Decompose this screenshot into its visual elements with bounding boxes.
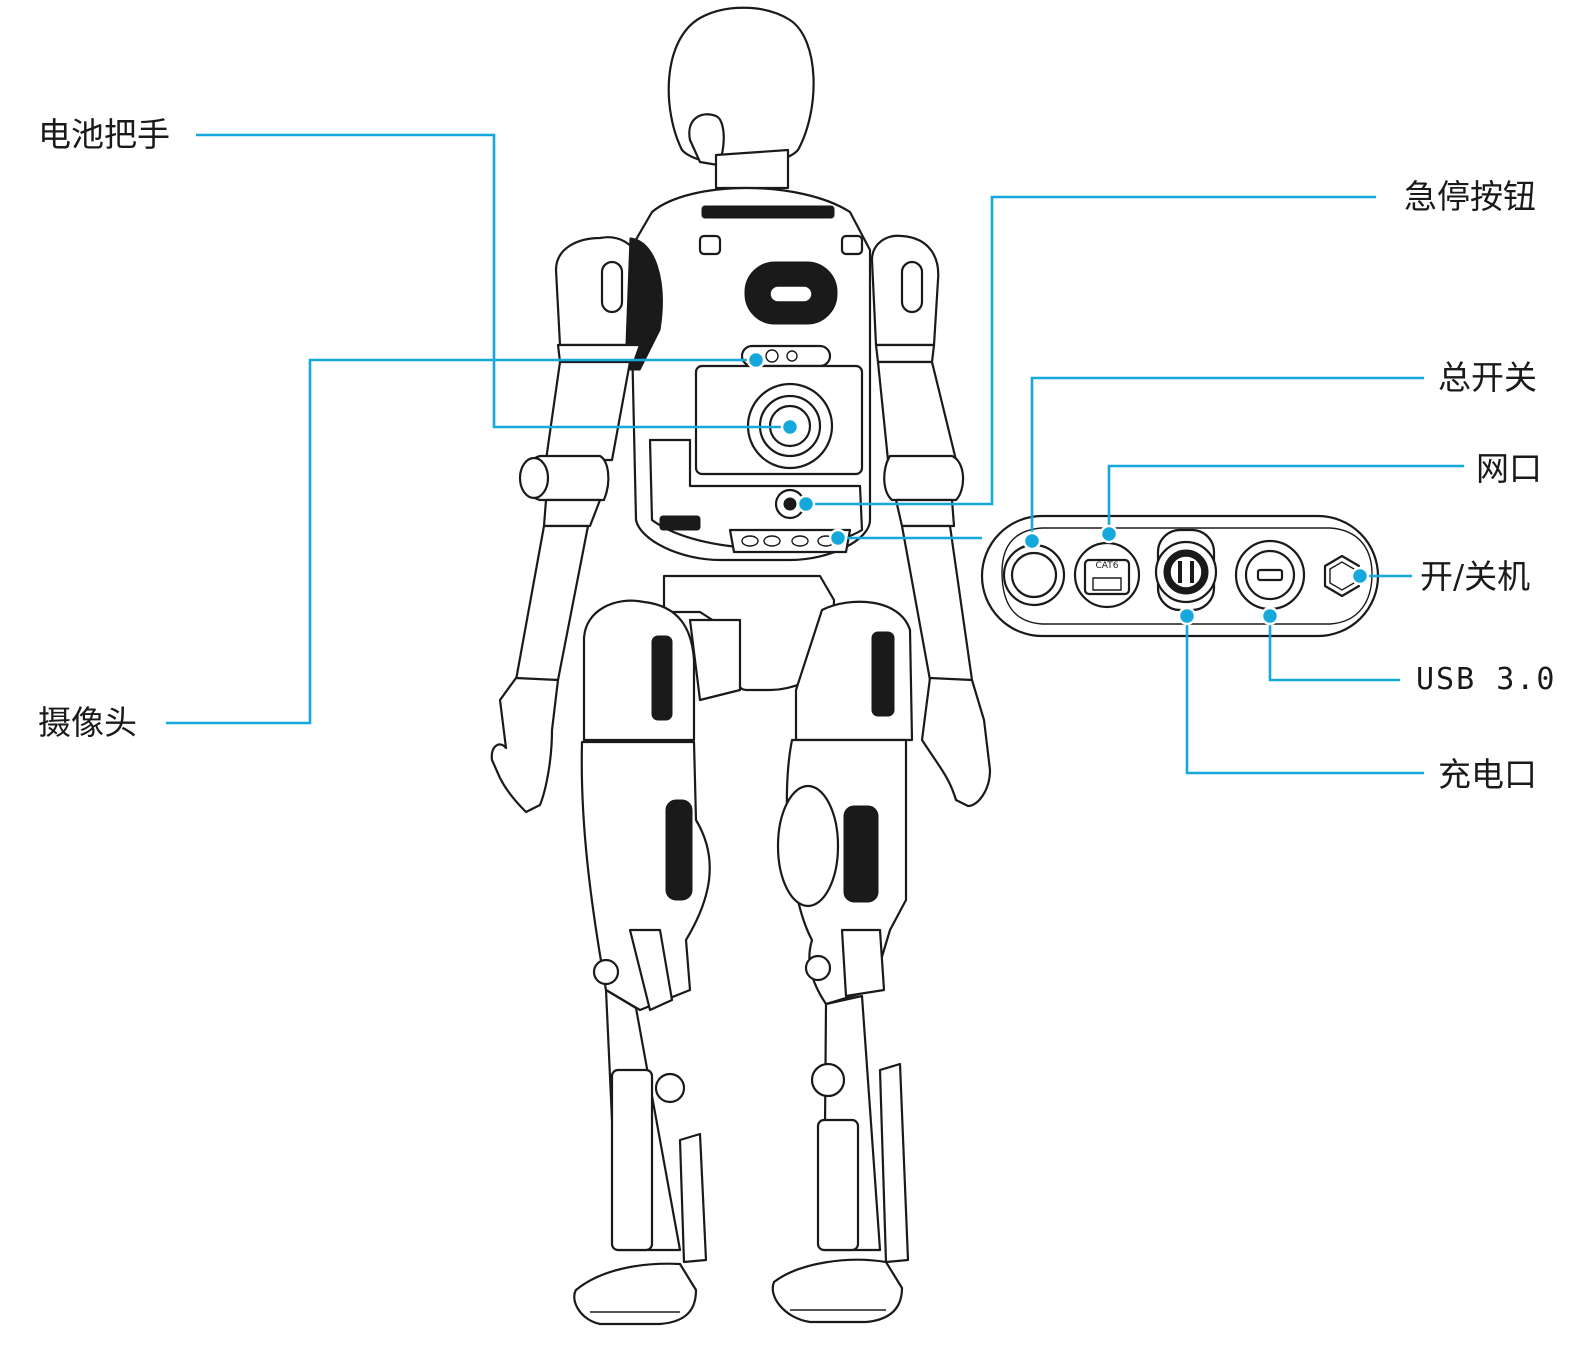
leader-charging-port [1185,616,1424,775]
label-emergency-stop: 急停按钮 [1404,177,1536,216]
charging-port-socket [1154,528,1218,612]
usb-port [1234,539,1306,611]
leader-lines [166,133,1464,775]
leader-main-switch [1030,376,1424,541]
main-switch-port [1002,543,1066,607]
label-power-button: 开/关机 [1420,557,1531,596]
robot-figure [490,6,992,1326]
robot-left-arm [490,236,663,814]
leader-camera [166,358,756,725]
robot-right-arm [870,234,992,808]
label-network-port: 网口 [1476,449,1542,488]
leader-battery-handle [196,133,790,429]
label-charging-port: 充电口 [1438,755,1537,794]
leader-emergency-stop [806,195,1376,506]
label-main-switch: 总开关 [1438,358,1537,397]
label-usb: USB 3.0 [1416,662,1557,697]
robot-pelvis [662,574,836,702]
label-camera: 摄像头 [38,703,137,742]
robot-right-leg [771,600,914,1324]
robot-left-leg [573,599,711,1326]
robot-torso [628,187,872,562]
port-panel: CAT6 [980,514,1380,638]
leader-usb [1268,616,1400,682]
label-battery-handle: 电池把手 [38,115,170,154]
network-port-jack: CAT6 [1073,541,1141,609]
robot-head [667,6,815,190]
cat6-marking: CAT6 [1096,561,1119,571]
leader-network-port [1107,464,1464,534]
